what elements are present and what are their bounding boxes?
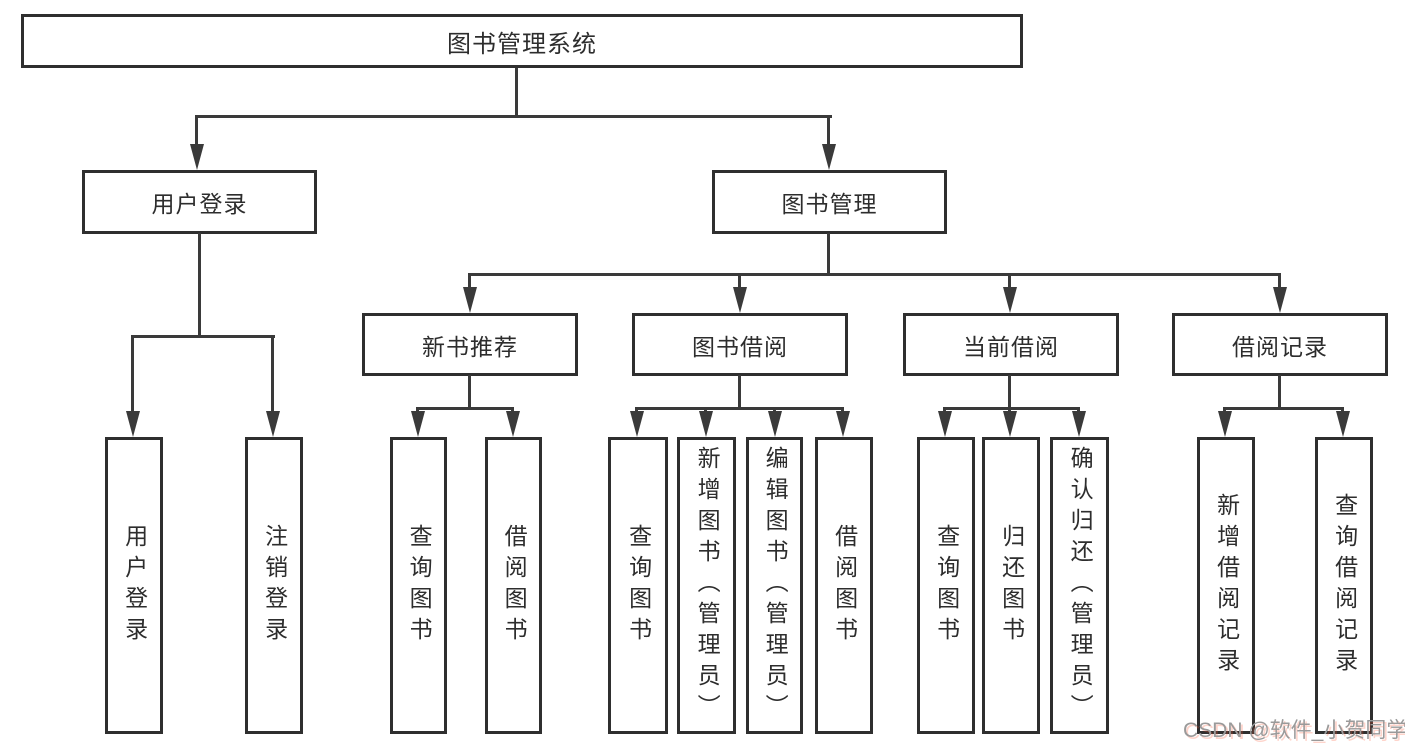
connector-line: [511, 407, 514, 414]
node-borrowing-records-label: 借阅记录: [1232, 333, 1328, 360]
connector-line: [738, 273, 741, 289]
leaf-br-add-record-label: 新增借阅记录: [1213, 492, 1240, 679]
leaf-cb-confirm-return-admin: 确认归还（管理员）: [1050, 437, 1109, 734]
arrowhead-down: [266, 411, 280, 437]
connector-line: [271, 335, 274, 413]
node-current-borrowing-label: 当前借阅: [963, 333, 1059, 360]
connector-line: [131, 335, 275, 338]
leaf-bb-borrow-books: 借阅图书: [815, 437, 873, 734]
arrowhead-down: [506, 411, 520, 437]
connector-line: [943, 407, 1080, 410]
connector-line: [198, 233, 201, 338]
connector-line: [131, 335, 134, 413]
connector-line: [827, 233, 830, 276]
leaf-br-add-record: 新增借阅记录: [1197, 437, 1255, 734]
node-user-login-label: 用户登录: [151, 191, 248, 217]
connector-line: [515, 68, 518, 118]
leaf-cb-query-books-label: 查询图书: [933, 523, 960, 648]
connector-line: [635, 407, 844, 410]
leaf-rec-borrow-books: 借阅图书: [485, 437, 542, 734]
leaf-logout-label: 注销登录: [261, 523, 288, 648]
csdn-watermark: CSDN @软件_小贺同学: [1183, 719, 1405, 742]
leaf-cb-query-books: 查询图书: [917, 437, 975, 734]
arrowhead-down: [1336, 411, 1350, 437]
leaf-bb-query-books: 查询图书: [608, 437, 668, 734]
connector-line: [468, 375, 471, 410]
leaf-bb-add-books-admin-label: 新增图书（管理员）: [694, 446, 721, 725]
connector-line: [635, 407, 638, 414]
connector-line: [827, 115, 830, 146]
connector-line: [704, 407, 707, 414]
connector-line: [943, 407, 946, 414]
leaf-cb-confirm-return-admin-label: 确认归还（管理员）: [1067, 446, 1094, 725]
leaf-user-login: 用户登录: [105, 437, 163, 734]
node-new-book-recommend-label: 新书推荐: [422, 333, 518, 360]
connector-line: [468, 273, 1281, 276]
node-book-management: 图书管理: [712, 170, 947, 234]
connector-line: [1223, 407, 1344, 410]
leaf-bb-add-books-admin: 新增图书（管理员）: [677, 437, 736, 734]
connector-line: [1278, 375, 1281, 410]
leaf-user-login-label: 用户登录: [121, 523, 148, 648]
connector-line: [841, 407, 844, 414]
leaf-bb-edit-books-admin-label: 编辑图书（管理员）: [762, 446, 789, 725]
node-root: 图书管理系统: [21, 14, 1023, 68]
arrowhead-down: [463, 287, 477, 313]
arrowhead-down: [190, 144, 204, 170]
node-new-book-recommend: 新书推荐: [362, 313, 578, 376]
leaf-br-query-record: 查询借阅记录: [1315, 437, 1373, 734]
leaf-cb-return-books: 归还图书: [982, 437, 1040, 734]
connector-line: [195, 115, 198, 146]
connector-line: [1223, 407, 1226, 414]
node-book-borrowing: 图书借阅: [632, 313, 848, 376]
leaf-br-query-record-label: 查询借阅记录: [1331, 492, 1358, 679]
arrowhead-down: [1072, 411, 1086, 437]
connector-line: [773, 407, 776, 414]
connector-line: [1278, 273, 1281, 289]
arrowhead-down: [1003, 287, 1017, 313]
leaf-bb-borrow-books-label: 借阅图书: [831, 523, 858, 648]
leaf-bb-edit-books-admin: 编辑图书（管理员）: [746, 437, 803, 734]
arrowhead-down: [768, 411, 782, 437]
leaf-logout: 注销登录: [245, 437, 303, 734]
connector-line: [416, 407, 514, 410]
node-user-login: 用户登录: [82, 170, 317, 234]
node-root-label: 图书管理系统: [447, 30, 597, 58]
connector-line: [738, 375, 741, 410]
node-book-management-label: 图书管理: [781, 191, 878, 217]
leaf-rec-query-books: 查询图书: [390, 437, 447, 734]
connector-line: [1008, 407, 1011, 414]
arrowhead-down: [126, 411, 140, 437]
leaf-cb-return-books-label: 归还图书: [998, 523, 1025, 648]
arrowhead-down: [1218, 411, 1232, 437]
arrowhead-down: [938, 411, 952, 437]
connector-line: [468, 273, 471, 289]
arrowhead-down: [1273, 287, 1287, 313]
arrowhead-down: [699, 411, 713, 437]
node-borrowing-records: 借阅记录: [1172, 313, 1388, 376]
connector-line: [1008, 375, 1011, 410]
connector-line: [195, 115, 832, 118]
leaf-bb-query-books-label: 查询图书: [625, 523, 652, 648]
node-book-borrowing-label: 图书借阅: [692, 333, 788, 360]
node-current-borrowing: 当前借阅: [903, 313, 1119, 376]
connector-line: [1008, 273, 1011, 289]
arrowhead-down: [822, 144, 836, 170]
connector-line: [1077, 407, 1080, 414]
connector-line: [1341, 407, 1344, 414]
arrowhead-down: [1003, 411, 1017, 437]
connector-line: [416, 407, 419, 414]
arrowhead-down: [411, 411, 425, 437]
leaf-rec-query-books-label: 查询图书: [406, 523, 433, 648]
arrowhead-down: [836, 411, 850, 437]
arrowhead-down: [733, 287, 747, 313]
leaf-rec-borrow-books-label: 借阅图书: [501, 523, 528, 648]
arrowhead-down: [630, 411, 644, 437]
